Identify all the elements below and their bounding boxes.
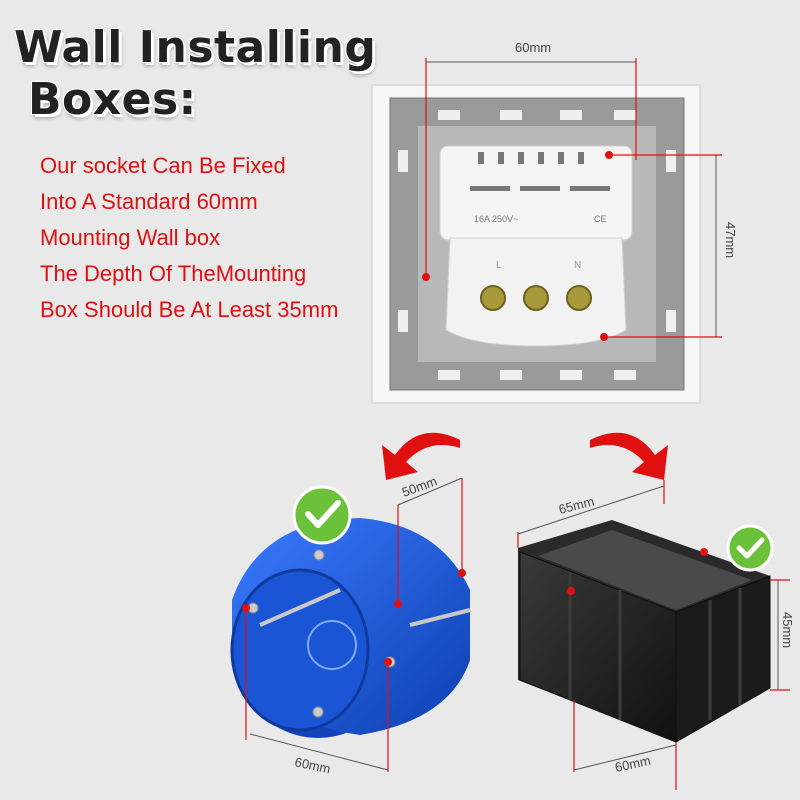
description-line: The Depth Of TheMounting	[40, 261, 307, 286]
screw-head	[312, 706, 324, 718]
socket-height-label: 47mm	[723, 222, 738, 258]
arrow-right-icon	[590, 432, 668, 480]
description-text: Our socket Can Be Fixed Into A Standard …	[40, 148, 338, 328]
round-box-diameter-label: 60mm	[293, 754, 331, 776]
dimension-line	[397, 477, 463, 506]
frame-slots	[398, 110, 676, 380]
description-line: Mounting Wall box	[40, 225, 221, 250]
page-title: Wall Installing Boxes:	[14, 22, 376, 126]
round-mounting-box: 50mm 60mm	[230, 473, 471, 776]
terminal-label-l: L	[496, 260, 502, 271]
knockout-circle	[307, 620, 357, 670]
terminal-screw	[480, 285, 506, 311]
check-icon	[726, 524, 774, 572]
vent-slots	[470, 152, 610, 191]
socket-width-label: 60mm	[515, 40, 551, 55]
mounting-screw	[259, 588, 341, 627]
round-box-cavity	[230, 568, 370, 732]
terminal-screw	[523, 285, 549, 311]
socket-rating: 16A 250V~	[474, 214, 518, 224]
arrow-left-icon	[382, 432, 460, 480]
terminal-screw	[566, 285, 592, 311]
dimension-line	[249, 733, 389, 771]
mounting-screw	[409, 608, 471, 627]
title-line-2: Boxes:	[28, 74, 197, 125]
square-box-width-label: 65mm	[557, 494, 596, 517]
square-mounting-box: 65mm 45mm 60mm	[517, 480, 795, 790]
check-icon	[292, 485, 352, 545]
square-box-height-label: 45mm	[780, 612, 795, 648]
description-line: Box Should Be At Least 35mm	[40, 297, 339, 322]
terminal-label-n: N	[574, 260, 581, 271]
description-line: Our socket Can Be Fixed	[40, 153, 286, 178]
screw-marker	[567, 587, 575, 595]
check-mark	[736, 537, 765, 559]
screw-head	[313, 549, 325, 561]
check-mark	[305, 500, 341, 528]
square-box-depth-label: 60mm	[614, 753, 652, 775]
title-line-1: Wall Installing	[14, 22, 377, 73]
dimension-line	[517, 485, 665, 535]
socket-ce-mark: CE	[594, 214, 607, 224]
dimension-line	[573, 744, 677, 771]
socket-body-top	[439, 145, 633, 241]
square-box-interior	[538, 530, 752, 610]
screw-marker	[700, 548, 708, 556]
socket-rear-view: 16A 250V~ CE L N 60mm 47mm	[371, 40, 738, 404]
description-line: Into A Standard 60mm	[40, 189, 258, 214]
